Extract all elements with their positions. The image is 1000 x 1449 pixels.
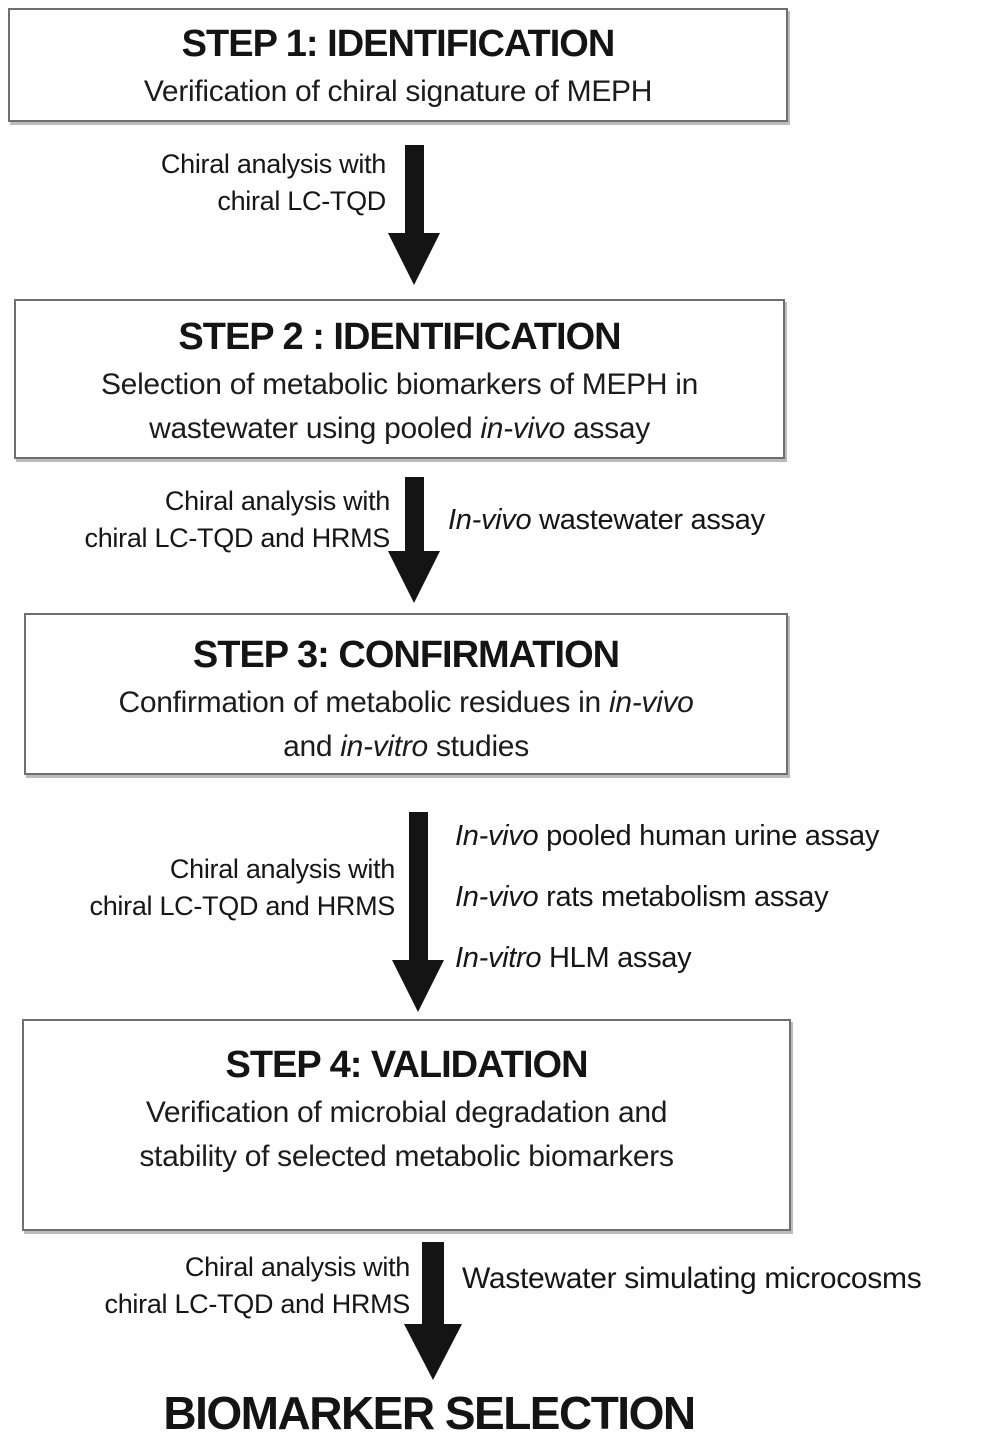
transition3-assay-label: In-vivo pooled human urine assay In-vivo… <box>455 806 879 989</box>
transition2-method-line1: Chiral analysis with <box>164 486 390 516</box>
arrow-shaft <box>404 477 424 551</box>
final-result-label: BIOMARKER SELECTION <box>163 1387 696 1439</box>
step4-title: STEP 4: VALIDATION <box>225 1044 588 1086</box>
step3-title: STEP 3: CONFIRMATION <box>192 634 620 676</box>
step4-description-line2: stability of selected metabolic biomarke… <box>139 1140 674 1173</box>
step1-description: Verification of chiral signature of MEPH <box>143 75 653 108</box>
transition1-method-label: Chiral analysis with chiral LC-TQD <box>26 146 386 220</box>
step1-box: STEP 1: IDENTIFICATION Verification of c… <box>8 8 788 122</box>
transition4-method-label: Chiral analysis with chiral LC-TQD and H… <box>50 1249 411 1323</box>
transition2-method-label: Chiral analysis with chiral LC-TQD and H… <box>30 483 391 557</box>
arrow-head <box>404 1324 462 1380</box>
step2-title: STEP 2 : IDENTIFICATION <box>178 316 621 358</box>
step2-description-line1: Selection of metabolic biomarkers of MEP… <box>100 368 699 401</box>
step3-box: STEP 3: CONFIRMATION Confirmation of met… <box>24 613 788 775</box>
transition3-assay-line1: In-vivo pooled human urine assay <box>455 820 880 852</box>
step2-box: STEP 2 : IDENTIFICATION Selection of met… <box>14 299 785 459</box>
arrow-head <box>388 551 440 603</box>
down-arrow-icon <box>392 812 444 1012</box>
arrow-shaft <box>422 1242 444 1324</box>
transition3-assay-line3: In-vitro HLM assay <box>455 942 692 974</box>
step4-description-line1: Verification of microbial degradation an… <box>145 1096 668 1129</box>
down-arrow-icon <box>388 145 440 285</box>
transition4-method-line2: chiral LC-TQD and HRMS <box>104 1289 411 1319</box>
transition4-method-line1: Chiral analysis with <box>184 1252 410 1282</box>
transition1-method-line2: chiral LC-TQD <box>217 186 386 216</box>
transition3-method-line1: Chiral analysis with <box>169 854 395 884</box>
arrow-head <box>388 233 440 285</box>
transition3-method-label: Chiral analysis with chiral LC-TQD and H… <box>35 851 396 925</box>
step3-description-line2: and in-vitro studies <box>283 730 529 763</box>
down-arrow-icon <box>404 1242 462 1380</box>
step2-description-line2: wastewater using pooled in-vivo assay <box>149 412 650 445</box>
transition3-assay-line2: In-vivo rats metabolism assay <box>455 881 829 913</box>
transition4-assay-label: Wastewater simulating microcosms <box>462 1259 922 1299</box>
transition2-assay-label: In-vivo wastewater assay <box>448 500 765 540</box>
transition4-assay-line1: Wastewater simulating microcosms <box>462 1262 922 1295</box>
step4-box: STEP 4: VALIDATION Verification of micro… <box>22 1019 791 1231</box>
down-arrow-icon <box>388 477 440 603</box>
step3-description-line1: Confirmation of metabolic residues in in… <box>118 686 694 719</box>
transition2-assay-line1: In-vivo wastewater assay <box>448 504 765 536</box>
transition3-method-line2: chiral LC-TQD and HRMS <box>89 891 396 921</box>
step1-title: STEP 1: IDENTIFICATION <box>181 23 616 65</box>
arrow-shaft <box>408 812 428 960</box>
arrow-shaft <box>404 145 424 233</box>
transition2-method-line2: chiral LC-TQD and HRMS <box>84 523 391 553</box>
transition1-method-line1: Chiral analysis with <box>160 149 386 179</box>
arrow-head <box>392 960 444 1012</box>
